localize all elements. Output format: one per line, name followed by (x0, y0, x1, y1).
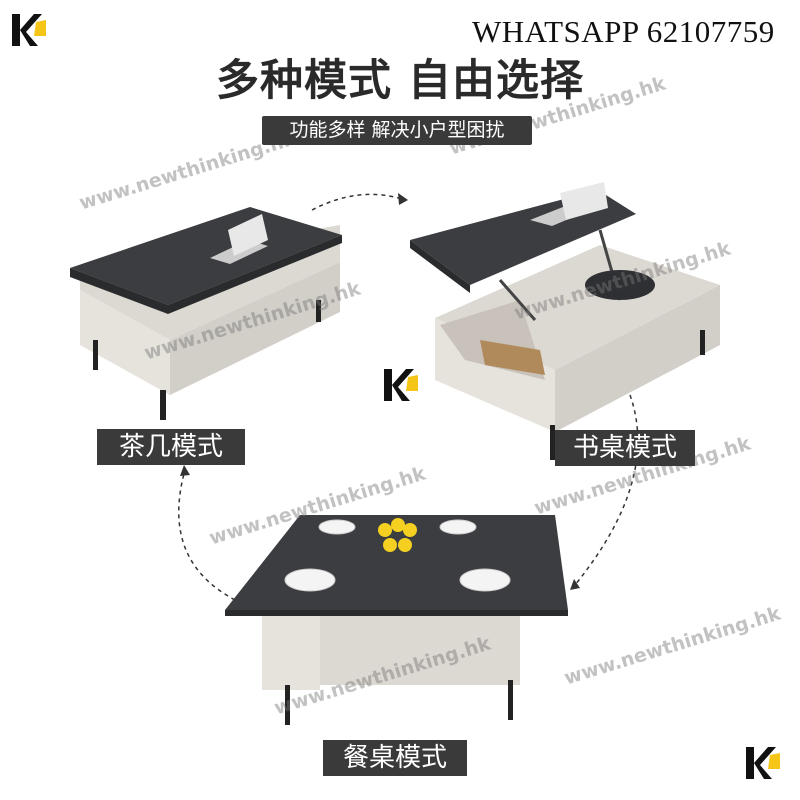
dining-mode-label: 餐桌模式 (323, 740, 467, 776)
brand-logo (12, 14, 46, 46)
whatsapp-contact: WHATSAPP 62107759 (472, 14, 775, 49)
subtitle-badge: 功能多样 解决小户型困扰 (262, 116, 532, 145)
brand-logo (746, 747, 780, 779)
coffee-table-mode-label: 茶几模式 (97, 429, 245, 465)
desk-mode-image (410, 182, 720, 460)
cycle-arrows (178, 193, 639, 601)
coffee-table-mode-image (70, 207, 342, 420)
desk-mode-label: 书桌模式 (555, 430, 695, 466)
dining-mode-image (225, 515, 568, 725)
brand-logo (384, 369, 418, 401)
page-title: 多种模式 自由选择 (216, 56, 584, 106)
